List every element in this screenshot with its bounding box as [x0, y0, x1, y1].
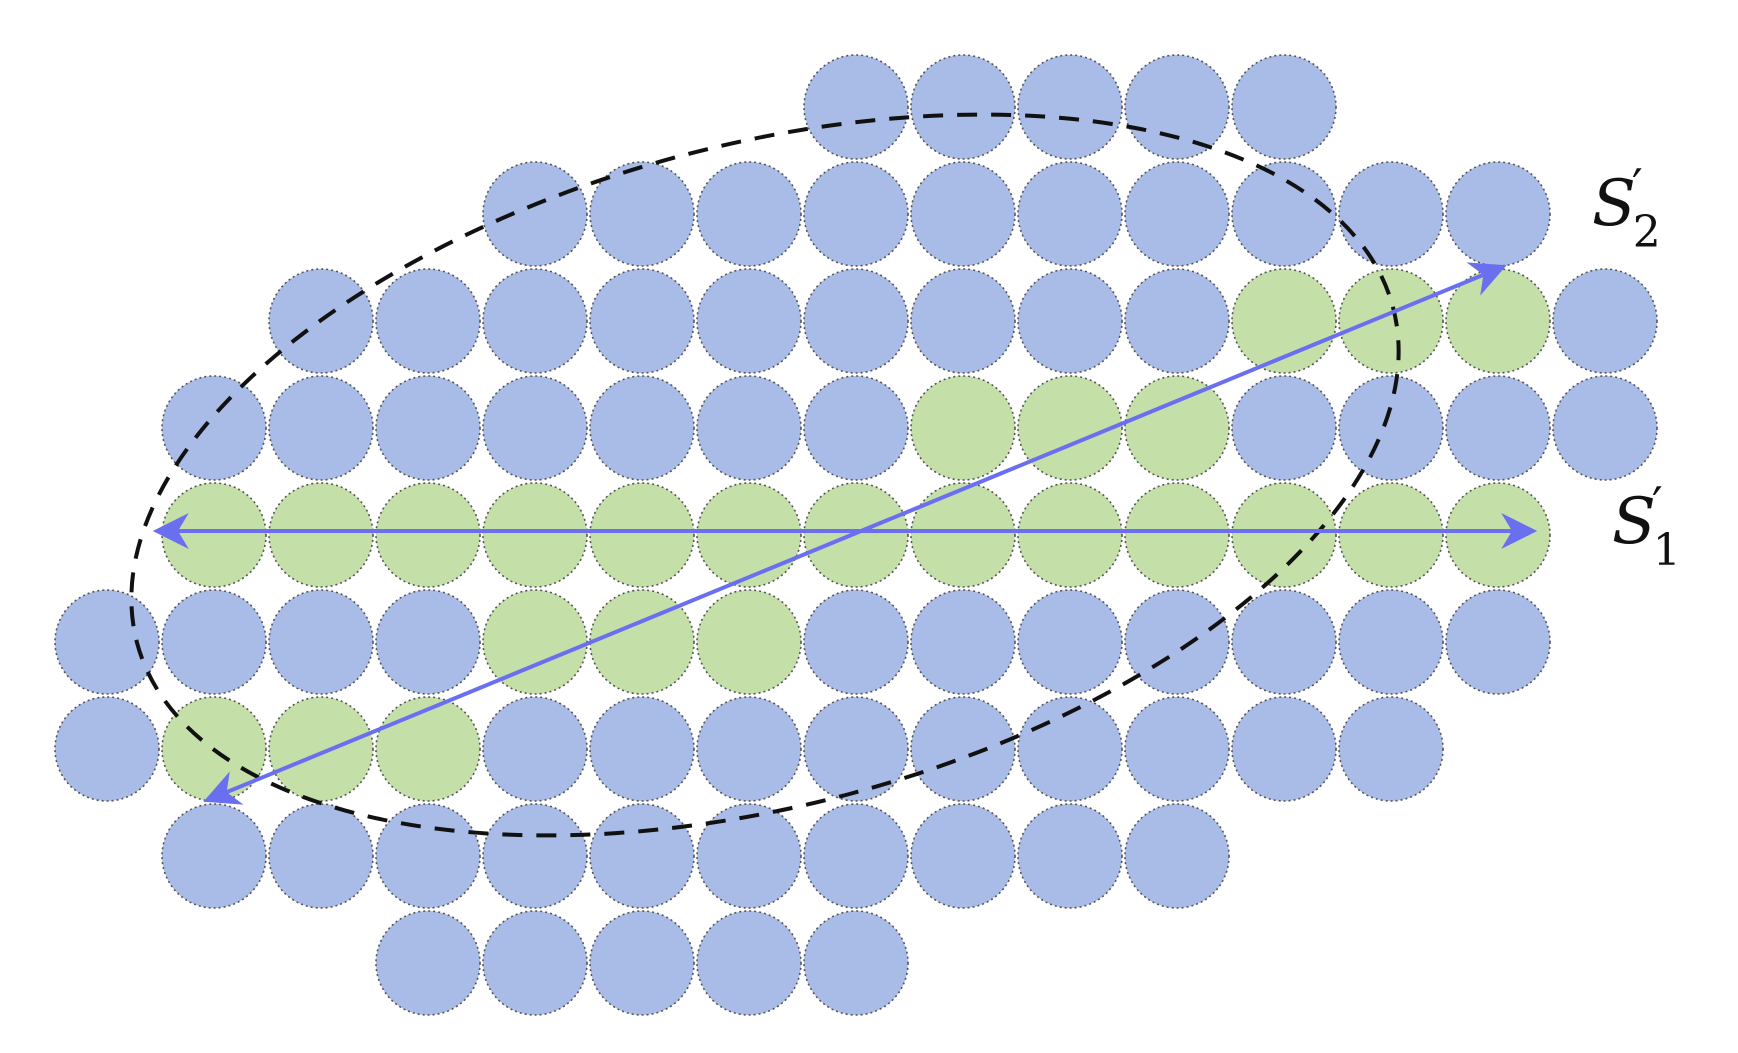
label-s1-letter: S: [1612, 485, 1656, 559]
disk-highlighted: [1338, 268, 1444, 374]
label-s1-subscript: 1: [1652, 525, 1681, 576]
disk: [589, 803, 695, 909]
disk: [1124, 161, 1230, 267]
disk: [482, 375, 588, 481]
label-s2-letter: S: [1592, 167, 1636, 241]
disk-highlighted: [1017, 482, 1123, 588]
disk: [1445, 589, 1551, 695]
disk: [910, 696, 1016, 802]
disk: [910, 161, 1016, 267]
disk: [482, 161, 588, 267]
disk: [589, 375, 695, 481]
disk: [482, 268, 588, 374]
disk: [1231, 696, 1337, 802]
disk-highlighted: [268, 482, 374, 588]
disk: [1445, 161, 1551, 267]
arrow-s2: [203, 262, 1507, 805]
disk: [1124, 696, 1230, 802]
disk: [1552, 268, 1658, 374]
disk: [1231, 54, 1337, 160]
disk: [1017, 589, 1123, 695]
disk: [1338, 375, 1444, 481]
disk: [696, 161, 802, 267]
disk: [589, 910, 695, 1016]
disk: [1231, 161, 1337, 267]
disk-highlighted: [1338, 482, 1444, 588]
disk-highlighted: [1445, 482, 1551, 588]
disk: [268, 375, 374, 481]
disk: [1017, 161, 1123, 267]
disk: [696, 803, 802, 909]
disk: [268, 589, 374, 695]
disk: [1338, 696, 1444, 802]
label-s2-subscript: 2: [1632, 207, 1661, 258]
disk: [803, 268, 909, 374]
disk: [482, 910, 588, 1016]
disk: [161, 803, 267, 909]
disk: [910, 268, 1016, 374]
disk: [1231, 589, 1337, 695]
disk: [1124, 268, 1230, 374]
disk: [1017, 54, 1123, 160]
disk: [1124, 803, 1230, 909]
disk-highlighted: [161, 482, 267, 588]
disk: [910, 803, 1016, 909]
disk: [803, 161, 909, 267]
disk: [375, 375, 481, 481]
disk: [696, 375, 802, 481]
disk-highlighted: [1231, 482, 1337, 588]
disk: [1338, 589, 1444, 695]
disk: [589, 696, 695, 802]
disk-highlighted: [482, 482, 588, 588]
disk-highlighted: [375, 482, 481, 588]
disk: [1231, 375, 1337, 481]
disk: [803, 910, 909, 1016]
disk-highlighted: [696, 482, 802, 588]
disk: [54, 589, 160, 695]
disk-highlighted: [910, 482, 1016, 588]
disk: [803, 54, 909, 160]
disk: [589, 268, 695, 374]
disk: [268, 803, 374, 909]
disk: [1124, 589, 1230, 695]
disk: [910, 54, 1016, 160]
disk-highlighted: [1124, 482, 1230, 588]
disk-highlighted: [268, 696, 374, 802]
disk: [803, 696, 909, 802]
label-s1-prime: ′: [1651, 477, 1663, 533]
disk: [161, 589, 267, 695]
disk: [803, 803, 909, 909]
disk: [375, 803, 481, 909]
disk: [696, 910, 802, 1016]
disk: [803, 589, 909, 695]
disk-highlighted: [589, 482, 695, 588]
disk: [375, 589, 481, 695]
disk-highlighted: [910, 375, 1016, 481]
disk: [1552, 375, 1658, 481]
disk-highlighted: [1124, 375, 1230, 481]
label-s2: S′2: [1592, 163, 1661, 255]
disk-highlighted: [375, 696, 481, 802]
disk: [1017, 803, 1123, 909]
disk: [1445, 375, 1551, 481]
disk: [375, 268, 481, 374]
disk: [482, 696, 588, 802]
disk-highlighted: [696, 589, 802, 695]
disk: [54, 696, 160, 802]
disk: [482, 803, 588, 909]
disk: [910, 589, 1016, 695]
disk: [696, 696, 802, 802]
disk: [375, 910, 481, 1016]
disk: [696, 268, 802, 374]
disk: [803, 375, 909, 481]
disk: [1338, 161, 1444, 267]
disk: [1124, 54, 1230, 160]
label-s2-prime: ′: [1631, 159, 1643, 215]
label-s1: S′1: [1612, 481, 1681, 573]
disk: [1017, 268, 1123, 374]
